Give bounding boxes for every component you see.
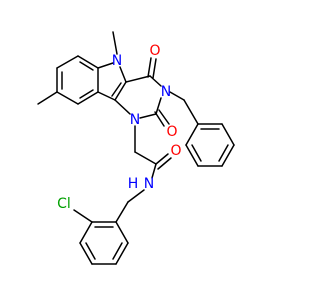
bond xyxy=(115,221,129,244)
bond xyxy=(185,123,199,146)
bond xyxy=(79,221,93,244)
atom-o-c4: O xyxy=(149,43,160,59)
bond xyxy=(119,66,127,83)
bond-layer xyxy=(37,31,235,265)
bond xyxy=(134,151,157,165)
bond xyxy=(183,99,199,125)
bond-double-inner xyxy=(85,242,96,260)
bond-methyl xyxy=(37,91,58,105)
atom-label-layer: N N N O O O N H Cl xyxy=(57,43,181,212)
atom-o-c2: O xyxy=(166,124,177,140)
bond-double-inner xyxy=(191,144,202,162)
bond xyxy=(97,62,114,69)
bond-double xyxy=(147,57,152,78)
atom-cl: Cl xyxy=(57,196,71,212)
bond xyxy=(221,123,235,146)
atom-o-amide: O xyxy=(170,143,181,159)
bond-methyl xyxy=(112,31,118,55)
bond xyxy=(115,201,129,223)
bond xyxy=(97,91,116,101)
bond-to-cl xyxy=(73,209,93,223)
bond xyxy=(185,144,199,167)
bond-double-inner xyxy=(111,82,122,97)
bond-double-inner xyxy=(218,144,229,162)
structure-drawing: N N N O O O N H Cl xyxy=(37,31,235,265)
bond xyxy=(125,75,151,83)
bond xyxy=(127,189,145,203)
bond xyxy=(169,91,185,101)
bond-double xyxy=(157,157,172,170)
bond xyxy=(56,91,79,105)
bond-double xyxy=(158,109,170,125)
atom-h-amide: H xyxy=(128,176,139,192)
atom-n-pyrimidine-3: N xyxy=(161,84,171,100)
bond-double-inner xyxy=(79,61,94,71)
bond xyxy=(79,242,93,265)
bond-double xyxy=(154,111,165,127)
bond-double xyxy=(155,153,169,165)
atom-n-amide: N xyxy=(144,176,154,192)
bond xyxy=(115,242,129,265)
bond xyxy=(155,97,162,115)
bond xyxy=(151,163,157,179)
bond xyxy=(221,144,235,167)
bond xyxy=(149,75,162,87)
bond-double-inner xyxy=(79,89,94,99)
molecule-canvas: N N N O O O N H Cl xyxy=(37,31,235,265)
bond xyxy=(77,91,99,105)
bond xyxy=(139,113,157,119)
bond-double xyxy=(152,58,157,79)
bond xyxy=(114,99,131,115)
bond-double-inner xyxy=(112,242,123,260)
bond xyxy=(114,81,127,101)
atom-n-pyrimidine-1: N xyxy=(130,112,140,128)
bond xyxy=(56,55,79,69)
bond xyxy=(77,55,99,69)
atom-n-indole: N xyxy=(112,53,122,69)
